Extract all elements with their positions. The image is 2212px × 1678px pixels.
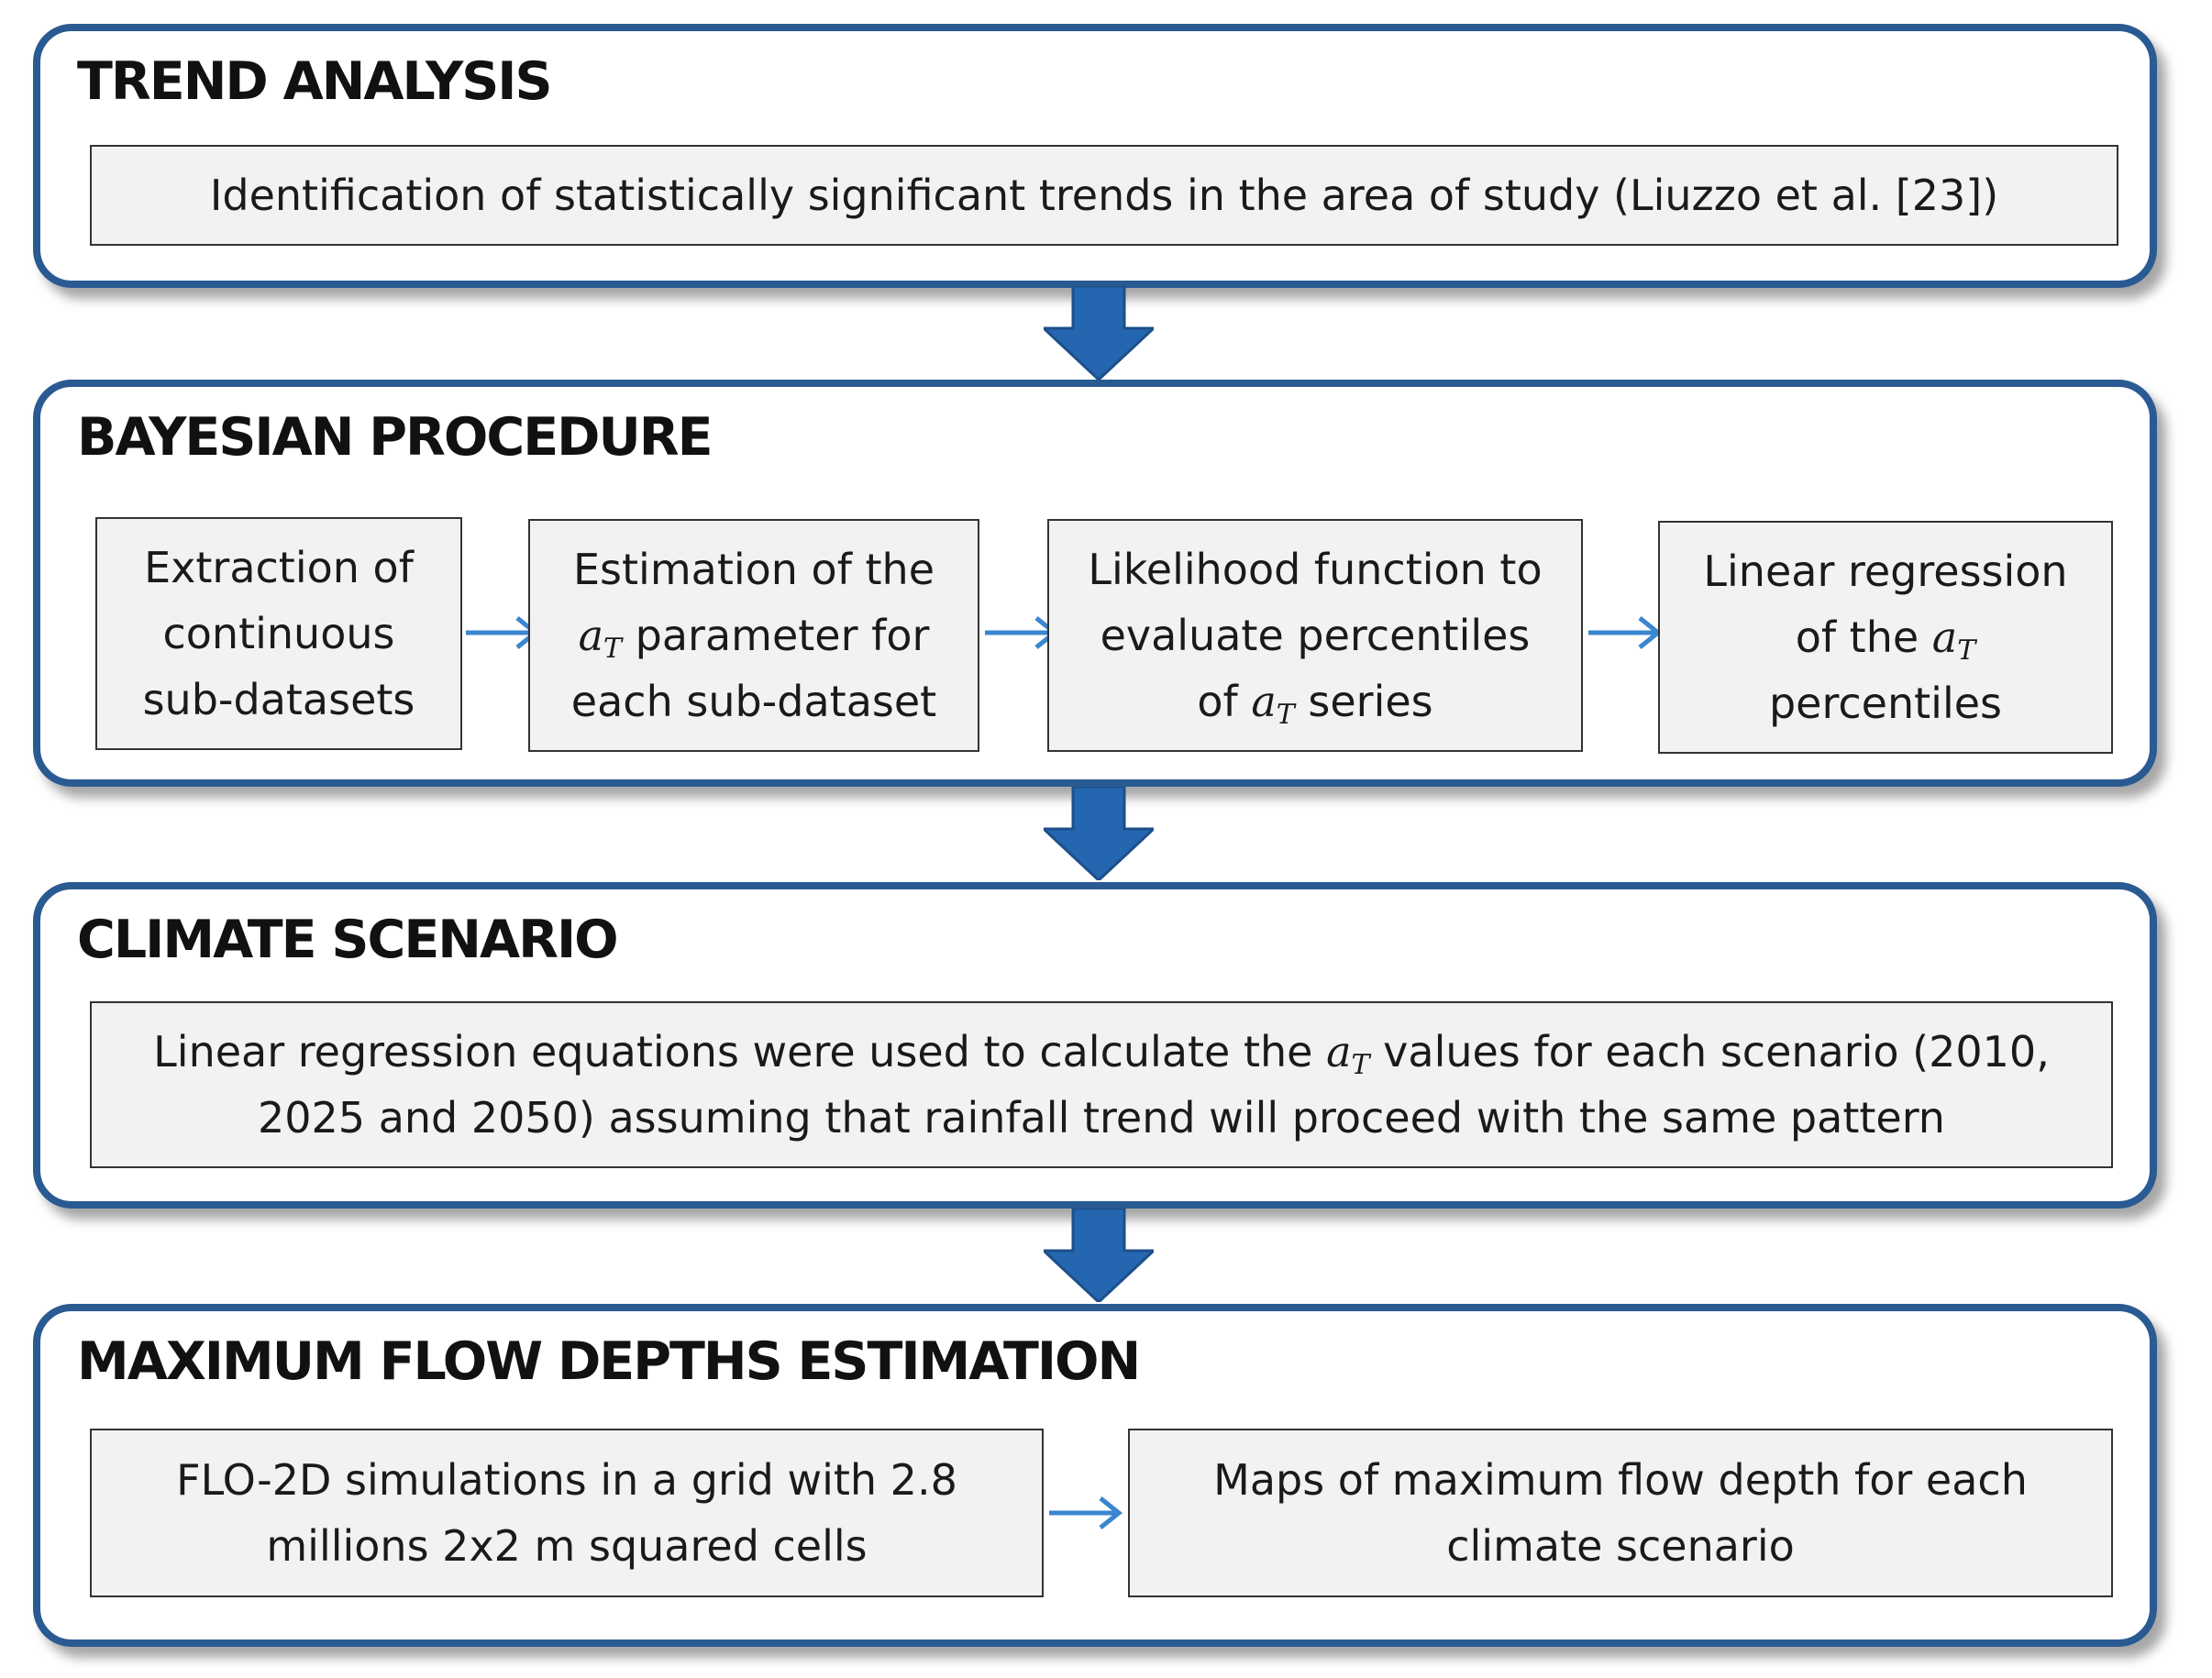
box-line: sub-datasets	[142, 675, 415, 724]
variable-a-t: aT	[1251, 677, 1295, 731]
box-extraction-sub-datasets: Extraction of continuous sub-datasets	[95, 517, 462, 750]
box-identification-trends: Identification of statistically signific…	[90, 145, 2118, 246]
section-title-bayesian-procedure: BAYESIAN PROCEDURE	[77, 407, 713, 468]
step-arrow-4-head	[1099, 1496, 1123, 1529]
box-line: of the	[1795, 613, 1932, 662]
box-line: FLO-2D simulations in a grid with 2.8	[176, 1455, 957, 1505]
box-flo2d-simulations: FLO-2D simulations in a grid with 2.8 mi…	[90, 1429, 1044, 1597]
section-trend-analysis: TREND ANALYSIS Identification of statist…	[33, 24, 2157, 288]
variable-a-t: aT	[1326, 1027, 1370, 1081]
box-line: parameter for	[622, 611, 930, 660]
step-arrow-3	[1588, 616, 1663, 649]
box-estimation-parameter: Estimation of the aT parameter for each …	[528, 519, 979, 752]
box-line: percentiles	[1768, 679, 2002, 728]
section-climate-scenario: CLIMATE SCENARIO Linear regression equat…	[33, 882, 2157, 1209]
flow-arrow-down-2-shape	[1044, 787, 1154, 880]
flow-arrow-down-2	[1044, 787, 1154, 880]
box-line: Estimation of the	[572, 545, 935, 594]
box-line: Linear regression	[1703, 546, 2068, 596]
variable-a-t: aT	[578, 611, 623, 665]
box-line: values for each scenario (2010,	[1369, 1027, 2050, 1076]
section-bayesian-procedure: BAYESIAN PROCEDURE Extraction of continu…	[33, 380, 2157, 787]
flow-arrow-down-3-shape	[1044, 1209, 1154, 1302]
box-line: continuous	[162, 609, 395, 658]
box-line: series	[1294, 677, 1433, 726]
variable-a-t: aT	[1931, 613, 1976, 667]
box-line: evaluate percentiles	[1100, 611, 1531, 660]
box-maps-maximum-flow: Maps of maximum flow depth for each clim…	[1128, 1429, 2113, 1597]
flow-arrow-down-3	[1044, 1209, 1154, 1302]
box-text: Identification of statistically signific…	[209, 171, 1999, 220]
box-line: Linear regression equations were used to…	[153, 1027, 1327, 1076]
step-arrow-4	[1049, 1496, 1123, 1529]
box-line: climate scenario	[1446, 1521, 1795, 1571]
flow-arrow-down-1	[1044, 286, 1154, 380]
section-maximum-flow-depths: MAXIMUM FLOW DEPTHS ESTIMATION FLO-2D si…	[33, 1304, 2157, 1647]
box-line: of	[1197, 677, 1252, 726]
box-likelihood-function: Likelihood function to evaluate percenti…	[1047, 519, 1583, 752]
box-line: millions 2x2 m squared cells	[266, 1521, 868, 1571]
flow-arrow-down-1-shape	[1044, 286, 1154, 380]
box-line: each sub-dataset	[570, 677, 937, 726]
box-line: Extraction of	[144, 543, 414, 592]
box-linear-regression-percentiles: Linear regression of the aT percentiles	[1658, 521, 2113, 754]
box-line: Maps of maximum flow depth for each	[1213, 1455, 2028, 1505]
section-title-climate-scenario: CLIMATE SCENARIO	[77, 910, 619, 970]
box-line: 2025 and 2050) assuming that rainfall tr…	[258, 1093, 1945, 1143]
box-line: Likelihood function to	[1088, 545, 1543, 594]
box-linear-regression-equations: Linear regression equations were used to…	[90, 1001, 2113, 1168]
section-title-trend-analysis: TREND ANALYSIS	[77, 51, 553, 112]
section-title-maximum-flow-depths: MAXIMUM FLOW DEPTHS ESTIMATION	[77, 1331, 1141, 1392]
